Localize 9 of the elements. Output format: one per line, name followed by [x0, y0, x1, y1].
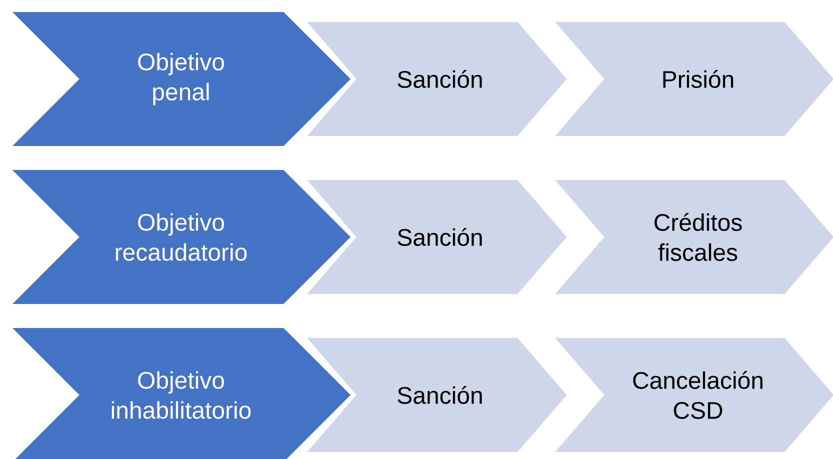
process-box: Créditos fiscales [550, 178, 833, 296]
heading-box: Objetivo inhabilitatorio [8, 326, 354, 459]
process-box: Prisión [550, 20, 833, 138]
heading-box: Objetivo recaudatorio [8, 168, 354, 306]
process-box: Sanción [302, 336, 570, 454]
process-box: Cancelación CSD [550, 336, 833, 454]
process-box: Sanción [302, 20, 570, 138]
process-box: Sanción [302, 178, 570, 296]
heading-box: Objetivo penal [8, 10, 354, 148]
